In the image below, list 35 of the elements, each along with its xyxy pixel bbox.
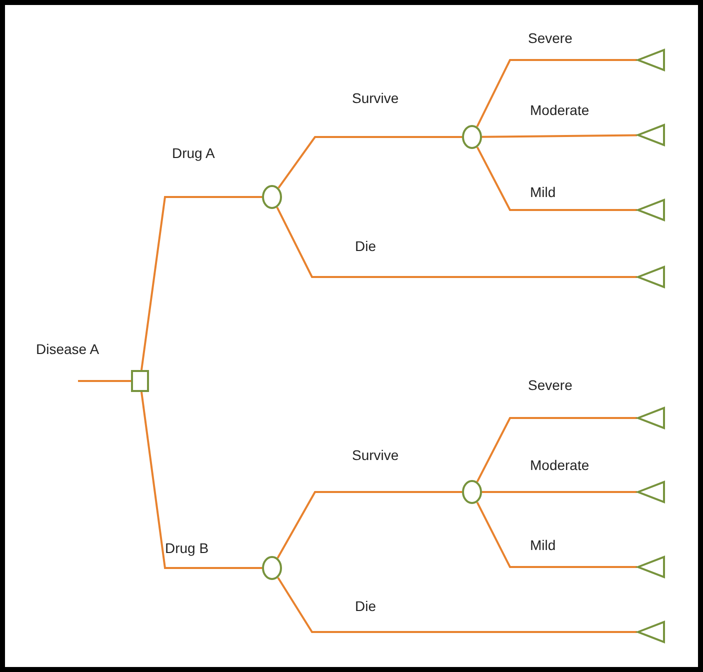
edge-label: Survive [352,90,399,106]
branch-line [276,206,637,278]
terminal-triangle [637,481,665,503]
edge-label: Drug A [172,145,215,161]
edge-label: Mild [530,184,556,200]
branch-line [277,577,637,633]
edge-label: Severe [528,377,572,393]
edge-label: Moderate [530,457,590,473]
branch-line [476,146,637,211]
branch-line [140,196,262,370]
edge-label: Severe [528,30,572,46]
edge-label: Mild [530,537,556,553]
decision-square [131,370,149,392]
branch-line [140,392,262,569]
edge-label: Die [355,238,376,254]
terminal-triangle [637,49,665,71]
branch-line [476,59,637,128]
branch-line [482,491,637,493]
terminal-triangle [637,266,665,288]
terminal-triangle [637,621,665,643]
branch-line [278,136,462,188]
edge-label: Die [355,598,376,614]
terminal-triangle [637,124,665,146]
edge-label: Moderate [530,102,590,118]
edge-label: Drug B [165,540,209,556]
edge-label: Survive [352,447,399,463]
terminal-triangle [637,407,665,429]
branch-line [78,380,131,382]
branch-line [476,502,637,568]
terminal-triangle [637,199,665,221]
branch-line [476,417,637,482]
branch-line [276,491,462,559]
branch-line [482,134,638,138]
edge-label: Disease A [36,341,100,357]
terminal-triangle [637,556,665,578]
